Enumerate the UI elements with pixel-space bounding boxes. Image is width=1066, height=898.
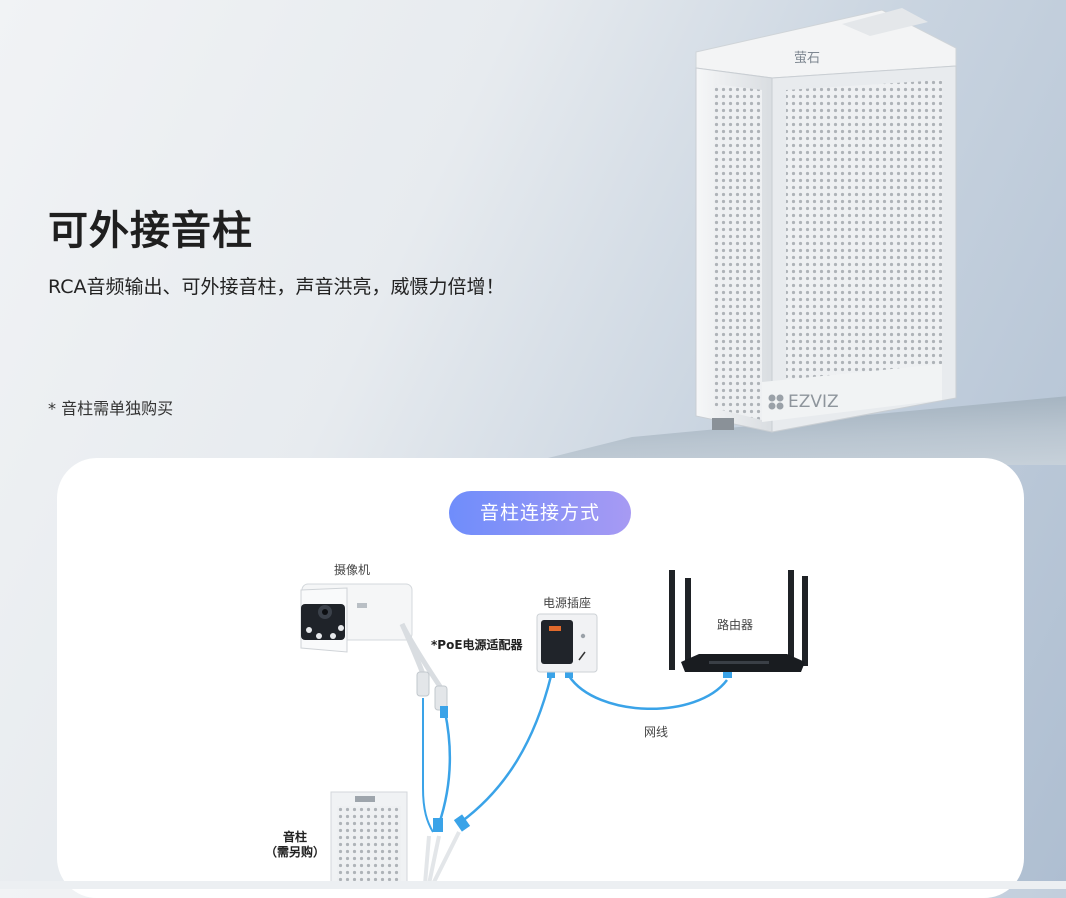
connection-diagram: 摄像机 电源插座 路由器 *PoE电源适配器 网线 音柱 （需另购） <box>57 540 1024 889</box>
camera-icon <box>300 583 413 653</box>
network-cable-label: 网线 <box>644 725 669 739</box>
router-label: 路由器 <box>717 618 754 632</box>
speaker-product-image: 萤石 EZVIZ <box>695 8 957 433</box>
bottom-strip <box>0 881 1066 889</box>
ezviz-logo-icon <box>768 394 784 410</box>
speaker-label: 音柱 <box>283 830 308 844</box>
purchase-footnote: * 音柱需单独购买 <box>48 399 174 418</box>
speaker-logo-text: 萤石 <box>794 51 820 66</box>
power-socket-icon <box>536 613 598 673</box>
feature-description: RCA音频输出、可外接音柱，声音洪亮，威慑力倍增！ <box>48 276 505 298</box>
speaker-note-label: （需另购） <box>265 845 326 859</box>
router-icon <box>669 570 808 672</box>
poe-adapter-label: *PoE电源适配器 <box>431 638 523 652</box>
speaker-brand-text: EZVIZ <box>788 392 839 412</box>
power-socket-label: 电源插座 <box>543 596 592 610</box>
page-title: 可外接音柱 <box>48 208 253 254</box>
connection-method-pill: 音柱连接方式 <box>449 491 631 535</box>
column-speaker-icon <box>330 791 408 889</box>
camera-label: 摄像机 <box>334 563 371 577</box>
